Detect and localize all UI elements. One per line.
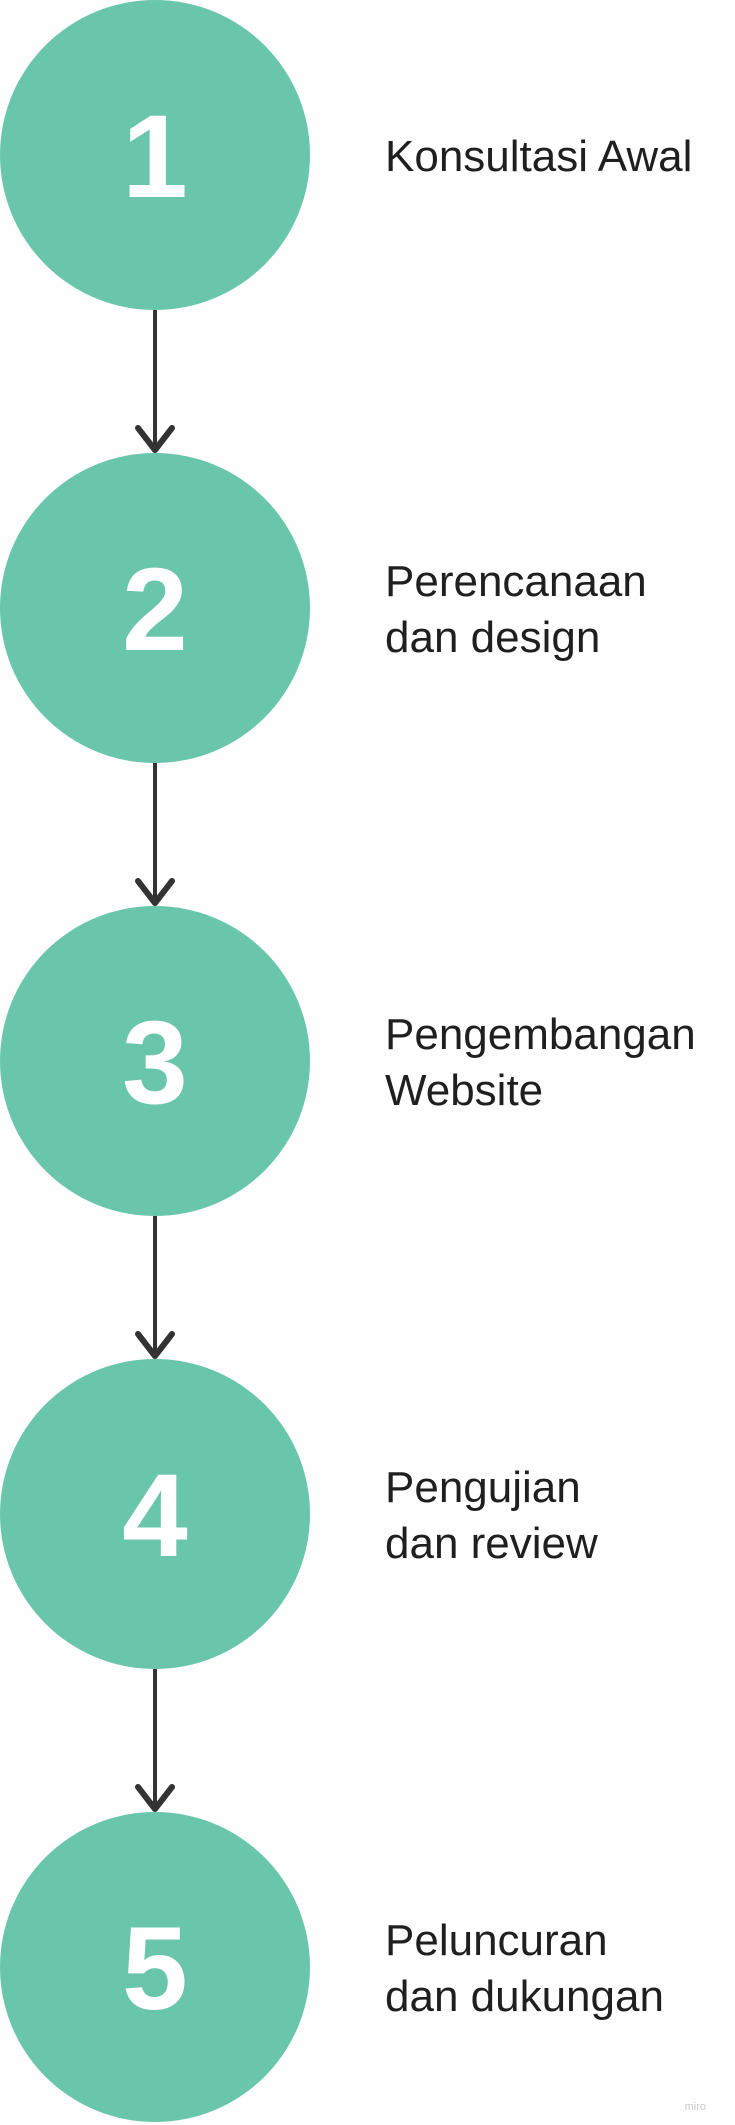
- step-circle: [0, 453, 310, 763]
- connector-arrow: [135, 1669, 175, 1812]
- step-number: 5: [122, 1903, 188, 2035]
- arrow-head: [135, 425, 175, 453]
- step-1: 1 Konsultasi Awal: [0, 0, 692, 310]
- connector-arrow: [135, 310, 175, 453]
- miro-watermark: miro: [685, 2101, 706, 2113]
- step-circle: [0, 1359, 310, 1669]
- step-number: 4: [122, 1450, 188, 1582]
- step-label-line: dan design: [385, 613, 600, 662]
- step-label-line: dan review: [385, 1519, 598, 1568]
- arrow-head: [135, 1784, 175, 1812]
- arrow-head: [135, 1331, 175, 1359]
- step-label-line: Pengujian: [385, 1463, 581, 1512]
- step-label-line: Pengembangan: [385, 1010, 696, 1059]
- arrow-head: [135, 878, 175, 906]
- step-number: 2: [122, 544, 188, 676]
- step-label-line: Website: [385, 1066, 543, 1115]
- step-label-line: Perencanaan: [385, 557, 647, 606]
- step-circle: [0, 0, 310, 310]
- step-5: 5 Peluncuran dan dukungan: [0, 1812, 664, 2122]
- step-circle: [0, 1812, 310, 2122]
- step-circle: [0, 906, 310, 1216]
- step-label-line: dan dukungan: [385, 1972, 664, 2021]
- step-label-line: Peluncuran: [385, 1916, 608, 1965]
- step-number: 1: [122, 91, 188, 223]
- connector-arrow: [135, 1216, 175, 1359]
- arrows-layer: [135, 310, 175, 1812]
- step-2: 2 Perencanaan dan design: [0, 453, 647, 763]
- connector-arrow: [135, 763, 175, 906]
- step-label-line: Konsultasi Awal: [385, 132, 692, 181]
- step-number: 3: [122, 997, 188, 1129]
- step-4: 4 Pengujian dan review: [0, 1359, 598, 1669]
